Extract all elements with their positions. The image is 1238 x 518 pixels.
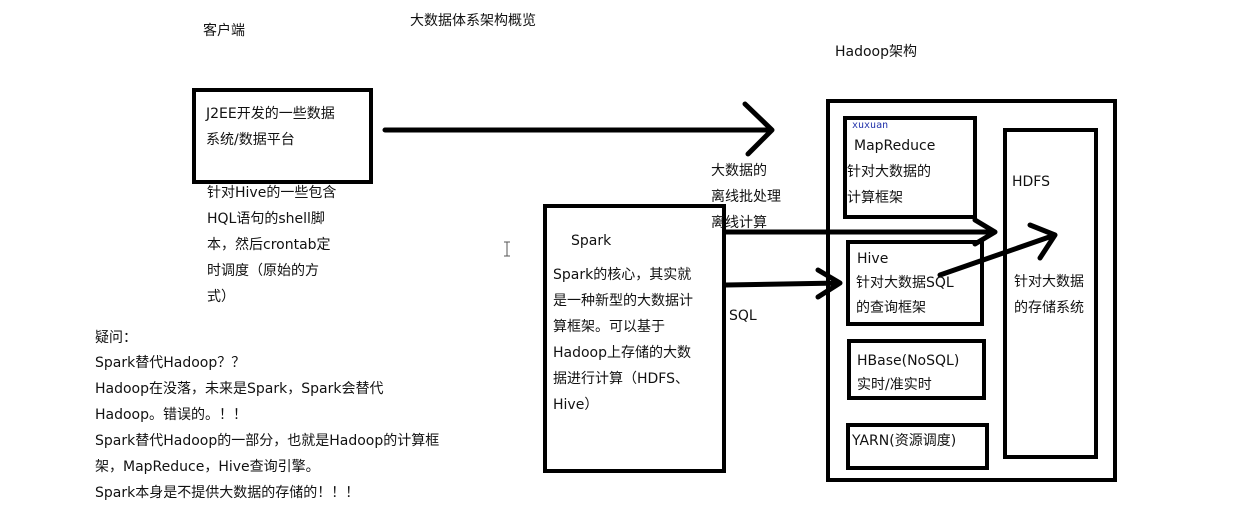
spark-box: [543, 204, 726, 473]
question-line: 疑问：: [95, 330, 137, 346]
hive-note-line: 本，然后crontab定: [207, 237, 331, 253]
page-title: 大数据体系架构概览: [410, 13, 536, 29]
sql-arrow: [723, 267, 843, 300]
mapreduce-line: 针对大数据的: [847, 164, 931, 180]
spark-title: Spark: [571, 233, 612, 249]
spark-line: Hadoop上存储的大数: [553, 345, 692, 361]
hdfs-box: [1003, 128, 1098, 459]
yarn-title: YARN(资源调度): [852, 433, 957, 449]
hadoop-label: Hadoop架构: [835, 44, 918, 60]
question-line: Spark替代Hadoop？？: [95, 355, 246, 371]
hive-line: 针对大数据SQL: [856, 275, 954, 291]
client-box: [192, 88, 373, 184]
hdfs-line: 针对大数据: [1014, 274, 1084, 290]
question-line: Hadoop。错误的。！！: [95, 407, 248, 423]
spark-line: 据进行计算（HDFS、: [553, 371, 690, 387]
offline-label: 离线批处理: [711, 189, 781, 205]
hadoop-box: [826, 99, 1117, 482]
client-label: 客户端: [203, 23, 245, 39]
hive-note-line: 时调度（原始的方: [207, 263, 319, 279]
client-to-hadoop-arrow: [382, 101, 775, 157]
hdfs-line: 的存储系统: [1014, 300, 1084, 316]
spark-line: 是一种新型的大数据计: [553, 293, 693, 309]
hive-title: Hive: [857, 251, 889, 267]
hive-line: 的查询框架: [856, 300, 926, 316]
offline-label: 大数据的: [711, 163, 767, 179]
text-cursor-icon: [504, 241, 510, 257]
hdfs-title: HDFS: [1012, 174, 1051, 190]
question-line: 架，MapReduce，Hive查询引擎。: [95, 459, 320, 475]
mapreduce-title: MapReduce: [854, 138, 936, 154]
offline-label: 离线计算: [711, 215, 767, 231]
yarn-box: [846, 423, 989, 470]
client-line: 系统/数据平台: [206, 132, 295, 148]
question-line: Spark本身是不提供大数据的存储的！！！: [95, 485, 360, 501]
spark-line: Hive）: [553, 397, 599, 413]
spark-line: Spark的核心，其实就: [553, 267, 692, 283]
question-line: Hadoop在没落，未来是Spark，Spark会替代: [95, 381, 384, 397]
hbase-title: HBase(NoSQL): [857, 353, 960, 369]
cursor-tag: xuxuan: [852, 120, 889, 131]
spark-line: 算框架。可以基于: [553, 319, 665, 335]
sql-label: SQL: [729, 308, 757, 324]
hive-box: [846, 240, 984, 326]
client-line: J2EE开发的一些数据: [206, 106, 335, 122]
hive-to-hdfs-arrow: [937, 222, 1058, 278]
hive-note-line: HQL语句的shell脚: [207, 211, 325, 227]
hive-note-line: 针对Hive的一些包含: [207, 185, 337, 201]
hbase-line: 实时/准实时: [857, 377, 932, 393]
hbase-box: [847, 339, 986, 400]
hive-note-line: 式）: [207, 289, 235, 305]
mapreduce-box: [843, 116, 977, 219]
mapreduce-line: 计算框架: [847, 190, 903, 206]
question-line: Spark替代Hadoop的一部分，也就是Hadoop的计算框: [95, 433, 440, 449]
